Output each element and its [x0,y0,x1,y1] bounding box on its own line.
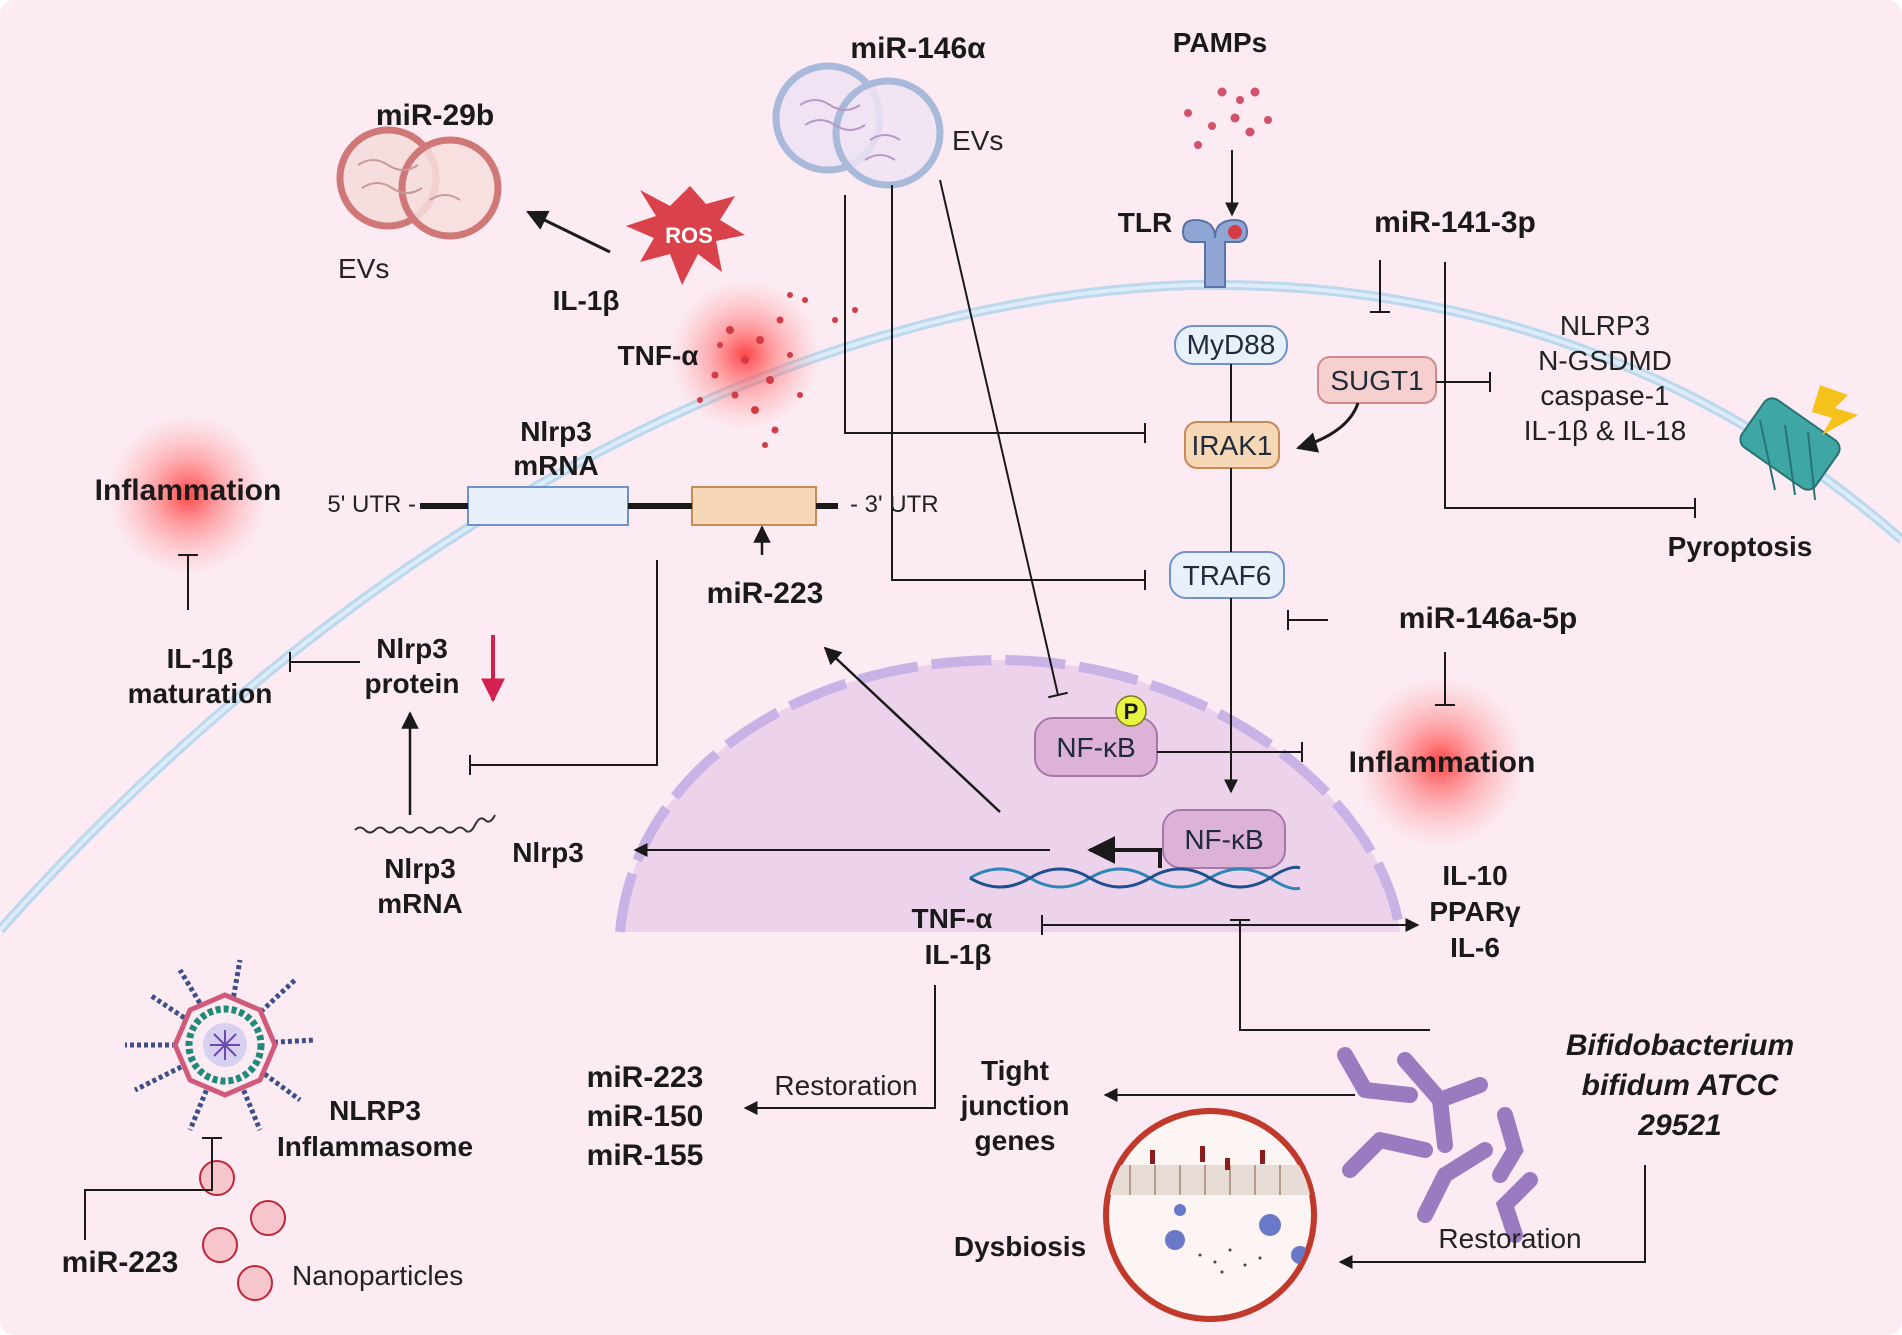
label-mirs-restored-2: miR-155 [587,1139,704,1172]
label-pyroptosis: Pyroptosis [1668,531,1813,562]
label-traf6: TRAF6 [1183,560,1272,591]
nucleus-envelope [615,654,1405,933]
bifidobacterium-icon [1337,1047,1538,1243]
label-il1b-top: IL-1β [553,285,620,316]
nlrp3-3utr-box [691,486,817,526]
label-inflammation-left: Inflammation [95,474,282,507]
evs-left-icon [336,126,502,240]
label-irak1: IRAK1 [1192,430,1273,461]
label-myd88: MyD88 [1187,329,1276,360]
label-anti-inflam-2: IL-6 [1450,932,1500,963]
label-sugt1: SUGT1 [1330,365,1423,396]
label-bifido-0: Bifidobacterium [1566,1029,1794,1062]
nlrp3-coding-box [467,486,629,526]
label-nlrp3-mrna-top-2: mRNA [513,450,599,481]
label-tight-junction-2: genes [975,1125,1056,1156]
gsdmd-pore-icon [1739,385,1858,501]
label-ros: ROS [665,223,713,248]
label-mir146a: miR-146α [850,32,986,65]
label-nlrp3-list-0: NLRP3 [1560,310,1650,341]
gut-epithelium-icon [1103,1108,1317,1322]
label-mirs-restored-1: miR-150 [587,1100,704,1133]
label-anti-inflam-0: IL-10 [1442,860,1507,891]
inflammation-glow-right [1355,677,1525,847]
label-nfkb-dna: NF-κB [1184,824,1263,855]
cell-membrane-inner [0,282,1902,932]
label-5utr: 5' UTR - [327,491,416,518]
label-tight-junction-1: junction [960,1090,1070,1121]
label-nlrp3-gene: Nlrp3 [512,837,584,868]
nlrp3-mrna-squiggle [354,814,496,834]
nfkb-phospho-box [1034,717,1158,777]
label-mir223-mid: miR-223 [707,577,824,610]
label-bifido-1: bifidum ATCC [1582,1069,1780,1102]
label-il1b-maturation-2: maturation [128,678,273,709]
label-anti-inflam-1: PPARγ [1429,896,1521,927]
dna-helix-icon [969,865,1301,891]
label-mir29b: miR-29b [376,99,494,132]
label-mir223-bottom: miR-223 [62,1246,179,1279]
label-inflammation-right: Inflammation [1349,746,1536,779]
traf6-box [1169,551,1285,599]
label-restoration-mid: Restoration [774,1070,917,1101]
label-tight-junction-0: Tight [981,1055,1049,1086]
label-mir146a5p: miR-146a-5p [1399,602,1577,635]
label-tnfa-top: TNF-α [618,340,699,371]
label-nlrp3-protein-1: Nlrp3 [376,633,448,664]
tlr-receptor-icon [1181,218,1249,288]
nanoparticles-icon [199,1160,286,1301]
label-tlr: TLR [1118,207,1172,238]
inflammation-glow-left [108,415,268,575]
label-nfkb-p: NF-κB [1056,732,1135,763]
label-nlrp3-protein-2: protein [365,668,460,699]
cytokine-glow [670,280,820,430]
pathway-connectors [84,150,1696,1269]
label-nlrp3-mrna-bottom-1: Nlrp3 [384,853,456,884]
label-nlrp3-mrna-top-1: Nlrp3 [520,416,592,447]
label-evs-left: EVs [338,253,389,284]
label-evs-top: EVs [952,125,1003,156]
label-dysbiosis: Dysbiosis [954,1231,1086,1262]
label-nlrp3-mrna-bottom-2: mRNA [377,888,463,919]
sugt1-box [1317,356,1437,404]
label-phospho: P [1124,699,1139,724]
phospho-badge [1115,695,1147,727]
label-tnfa-bottom: TNF-α [912,903,993,934]
label-nlrp3-list-1: N-GSDMD [1538,345,1672,376]
label-mirs-restored-0: miR-223 [587,1061,704,1094]
nfkb-dna-box [1162,809,1286,869]
label-il1b-bottom: IL-1β [925,939,992,970]
nlrp3-inflammasome-icon [125,959,316,1131]
label-nlrp3-list-2: caspase-1 [1540,380,1669,411]
pamps-dots [1184,87,1272,149]
label-mir141: miR-141-3p [1374,206,1536,239]
label-nlrp3-inflammasome-1: NLRP3 [329,1095,421,1126]
evs-top-icon [772,62,944,189]
label-nlrp3-inflammasome-2: Inflammasome [277,1131,473,1162]
label-il1b-maturation-1: IL-1β [167,643,234,674]
label-pamps: PAMPs [1173,27,1267,58]
label-nanoparticles: Nanoparticles [292,1260,463,1291]
ros-burst-icon [626,186,745,285]
cytokine-dots [697,292,858,448]
label-nlrp3-list-3: IL-1β & IL-18 [1524,415,1686,446]
label-restoration-bottom: Restoration [1438,1223,1581,1254]
label-3utr: - 3' UTR [850,491,939,518]
label-bifido-2: 29521 [1637,1109,1721,1142]
